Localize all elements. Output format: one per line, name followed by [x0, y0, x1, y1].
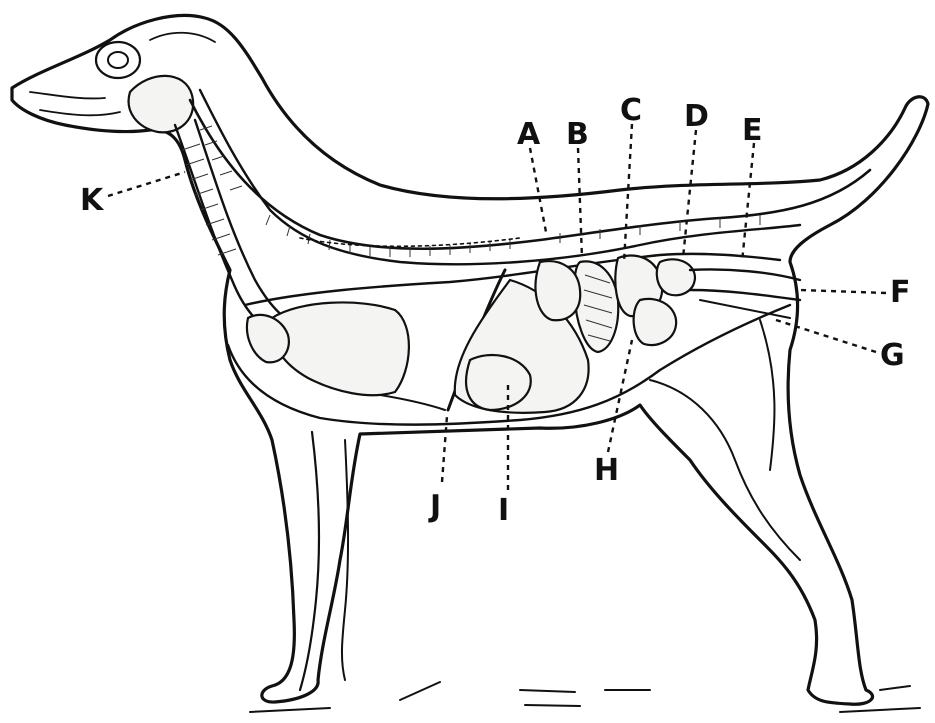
- leader-e: [742, 143, 754, 262]
- leader-b: [578, 148, 582, 258]
- label-k: K: [80, 183, 105, 218]
- leader-a: [530, 148, 546, 232]
- neck-structures: [175, 120, 285, 325]
- label-e: E: [742, 113, 763, 148]
- leader-f: [800, 290, 886, 293]
- label-b: B: [566, 117, 589, 152]
- label-g: G: [880, 338, 905, 373]
- internal-organs: [247, 256, 800, 413]
- leader-c: [624, 124, 632, 262]
- label-c: C: [620, 93, 642, 128]
- label-f: F: [890, 275, 911, 310]
- label-i: I: [498, 493, 509, 528]
- label-j: J: [428, 489, 441, 524]
- label-a: A: [517, 117, 541, 152]
- label-d: D: [684, 99, 709, 134]
- leader-k: [108, 172, 185, 196]
- lung-organ: [271, 302, 408, 395]
- label-h: H: [594, 453, 619, 488]
- leader-d: [683, 130, 696, 258]
- leader-j: [442, 416, 447, 482]
- dog-head-details: [30, 33, 215, 133]
